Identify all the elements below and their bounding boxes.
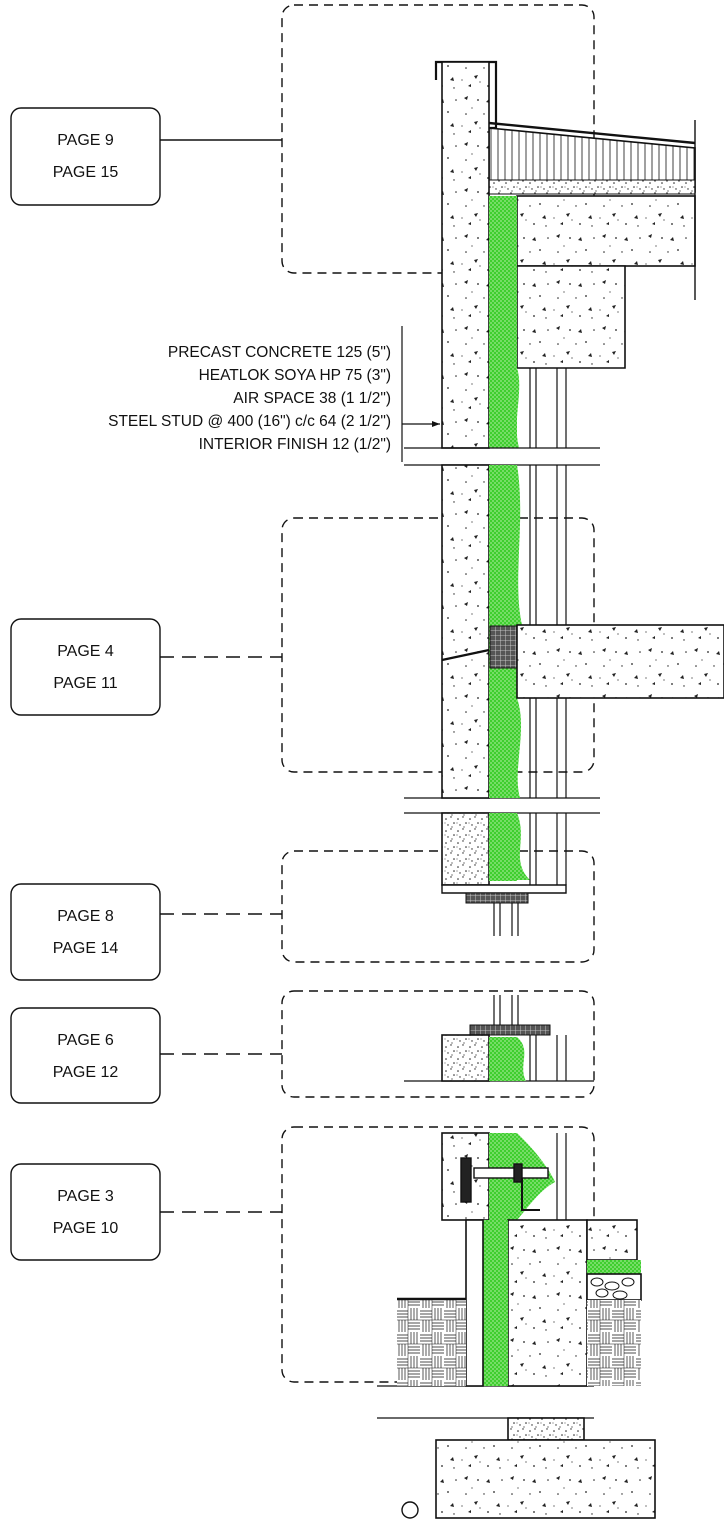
page-ref-box-roof[interactable]: PAGE 9 PAGE 15 [10,107,161,206]
page-ref-line2: PAGE 11 [53,675,117,692]
roof-slab-drop [516,265,626,369]
steel-stud-upper [529,368,567,448]
page-ref-line1: PAGE 6 [57,1032,114,1049]
page-ref-line2: PAGE 15 [53,164,119,181]
floor-slab [516,624,724,699]
layer-note-air-space: AIR SPACE 38 (1 1/2") [233,390,391,407]
window-frame-head [493,903,519,936]
spray-foam-sill [489,1037,517,1081]
window-frame-sill [493,995,519,1025]
steel-stud-middle [529,465,567,798]
page-ref-line1: PAGE 3 [57,1188,114,1205]
parapet-flashing [434,60,498,130]
page-ref-line1: PAGE 4 [57,643,114,660]
roof-vapor-layer [488,179,696,195]
steel-stud-lower [556,1133,567,1220]
precast-panel-sill [441,1034,490,1082]
stem-wall [507,1417,585,1441]
page-ref-line2: PAGE 12 [53,1064,119,1081]
page-ref-box-floor[interactable]: PAGE 4 PAGE 11 [10,618,161,716]
layer-note-insulation: HEATLOK SOYA HP 75 (3") [199,367,391,384]
anchor-connection [460,1157,549,1211]
page-ref-line2: PAGE 14 [53,940,119,957]
foundation-wall [507,1219,588,1387]
precast-panel-head [441,812,490,886]
slab-insulation [587,1260,641,1274]
page-reference-boxes: PAGE 9 PAGE 15 PAGE 4 PAGE 11 PAGE 8 PAG… [10,107,161,1261]
soil-exterior [397,1299,466,1386]
page-ref-box-window-sill[interactable]: PAGE 6 PAGE 12 [10,1007,161,1104]
gravel-stones [590,1277,635,1300]
precast-panel-middle [441,464,490,799]
page-ref-box-foundation[interactable]: PAGE 3 PAGE 10 [10,1163,161,1261]
window-head-flashing [465,892,529,904]
steel-stud-head [529,813,567,885]
foundation-insulation [483,1220,508,1386]
spray-foam-head [489,813,517,881]
soil-interior [587,1300,641,1386]
page-ref-line1: PAGE 9 [57,132,114,149]
wall-section [377,60,724,1519]
footing [435,1439,656,1519]
assembly-layer-notes: PRECAST CONCRETE 125 (5") HEATLOK SOYA H… [108,326,440,462]
grid-marker-icon [401,1501,419,1519]
fire-stop-block [489,625,519,669]
layer-note-steel-stud: STEEL STUD @ 400 (16") c/c 64 (2 1/2") [108,413,391,430]
curb [465,1219,484,1387]
window-head-frame [441,884,567,894]
leader-lines [160,139,282,1213]
page-ref-line1: PAGE 8 [57,908,114,925]
window-sill-flashing [469,1024,551,1036]
callout-box-window-sill [281,990,595,1098]
precast-panel-upper [441,61,490,449]
slab-on-grade [586,1219,638,1261]
layer-note-precast: PRECAST CONCRETE 125 (5") [168,344,391,361]
layer-note-interior-finish: INTERIOR FINISH 12 (1/2") [199,436,391,453]
roof-slab [516,195,696,267]
steel-stud-sill [529,1035,567,1081]
panel-joint [441,648,490,662]
arrowhead-icon [432,421,440,427]
page-ref-box-window-head[interactable]: PAGE 8 PAGE 14 [10,883,161,981]
page-ref-line2: PAGE 10 [53,1220,119,1237]
spray-foam-upper [489,196,517,448]
callout-box-window-head [281,850,595,963]
